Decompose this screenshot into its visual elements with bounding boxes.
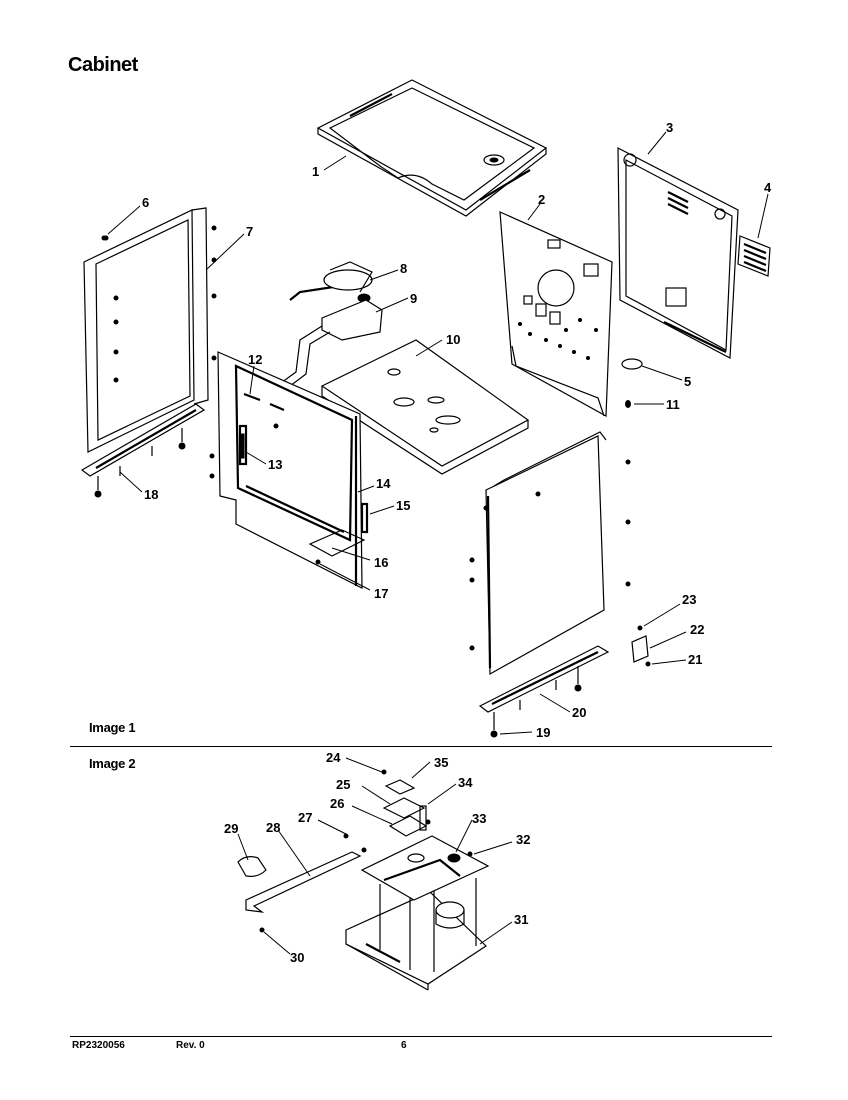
callout-18: 18 bbox=[144, 487, 158, 502]
part-13-hinge bbox=[239, 433, 245, 459]
callout-14: 14 bbox=[376, 476, 391, 491]
part-4-vent-grille bbox=[737, 235, 771, 277]
part-5-clip bbox=[621, 358, 643, 370]
callout-13: 13 bbox=[268, 457, 282, 472]
callout-7: 7 bbox=[246, 224, 253, 239]
part-3-rear-cover bbox=[617, 147, 739, 359]
callout-11: 11 bbox=[666, 397, 680, 412]
callout-22: 22 bbox=[690, 622, 704, 637]
part-10-burner-box bbox=[320, 339, 530, 475]
callout-5: 5 bbox=[684, 374, 691, 389]
callout-30: 30 bbox=[290, 950, 304, 965]
callout-6: 6 bbox=[142, 195, 149, 210]
image-2-valve-assembly bbox=[237, 769, 490, 991]
part-14-front-frame bbox=[209, 351, 363, 589]
callout-1: 1 bbox=[312, 164, 319, 179]
image-2-label: Image 2 bbox=[89, 756, 136, 771]
callout-2: 2 bbox=[538, 192, 545, 207]
callout-3: 3 bbox=[666, 120, 673, 135]
callout-35: 35 bbox=[434, 755, 448, 770]
part-9-bracket bbox=[321, 299, 383, 341]
callout-19: 19 bbox=[536, 725, 550, 740]
callout-29: 29 bbox=[224, 821, 238, 836]
part-11-screw bbox=[625, 400, 631, 408]
part-6-screw bbox=[101, 235, 107, 241]
callout-34: 34 bbox=[458, 775, 473, 790]
callout-32: 32 bbox=[516, 832, 530, 847]
callout-21: 21 bbox=[688, 652, 702, 667]
part-8-valve bbox=[289, 261, 373, 303]
part-18-left-base-rail bbox=[80, 403, 206, 498]
part-16-17-hardware bbox=[308, 529, 366, 565]
callout-20: 20 bbox=[572, 705, 586, 720]
page-title: Cabinet bbox=[68, 54, 138, 76]
part-2-back-panel bbox=[499, 211, 613, 417]
callout-15: 15 bbox=[396, 498, 410, 513]
footer-page-number: 6 bbox=[401, 1040, 407, 1051]
footer-revision: Rev. 0 bbox=[176, 1040, 205, 1051]
callout-17: 17 bbox=[374, 586, 388, 601]
callout-16: 16 bbox=[374, 555, 388, 570]
part-1-top-panel bbox=[316, 79, 548, 217]
footer-part-number: RP2320056 bbox=[72, 1040, 125, 1051]
leader-lines bbox=[107, 131, 769, 955]
callout-12: 12 bbox=[248, 352, 262, 367]
part-15-trim bbox=[360, 502, 369, 534]
part-20-right-base-rail bbox=[478, 645, 610, 738]
callout-4: 4 bbox=[764, 180, 772, 195]
callout-23: 23 bbox=[682, 592, 696, 607]
right-side-panel bbox=[469, 431, 631, 676]
callout-24: 24 bbox=[326, 750, 341, 765]
callout-27: 27 bbox=[298, 810, 312, 825]
callout-9: 9 bbox=[410, 291, 417, 306]
part-21-22-23-bracket bbox=[631, 625, 651, 667]
callout-labels: 1 2 3 4 5 6 7 8 9 10 11 12 13 14 15 16 1… bbox=[142, 120, 772, 965]
callout-25: 25 bbox=[336, 777, 350, 792]
image-1-label: Image 1 bbox=[89, 720, 136, 735]
callout-8: 8 bbox=[400, 261, 407, 276]
section-divider bbox=[70, 746, 772, 747]
part-7-left-side-panel bbox=[83, 207, 217, 453]
callout-33: 33 bbox=[472, 811, 486, 826]
callout-28: 28 bbox=[266, 820, 280, 835]
gas-tube bbox=[273, 325, 331, 393]
footer-rule bbox=[70, 1036, 772, 1037]
callout-26: 26 bbox=[330, 796, 344, 811]
callout-31: 31 bbox=[514, 912, 528, 927]
callout-10: 10 bbox=[446, 332, 460, 347]
